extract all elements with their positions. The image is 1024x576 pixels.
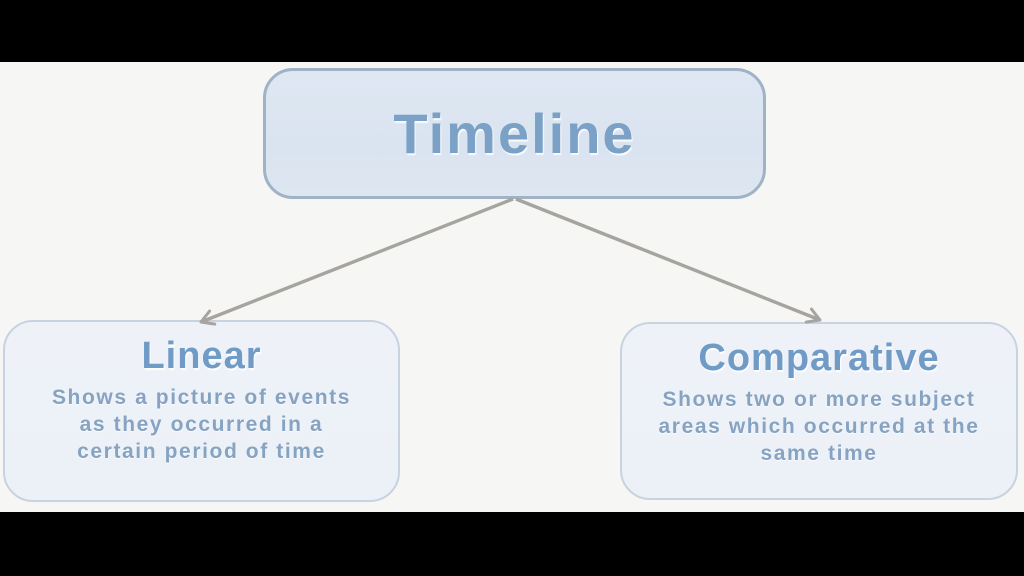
node-comparative-description: Shows two or more subject areas which oc… [659, 386, 980, 467]
description-line: as they occurred in a [79, 413, 324, 436]
slide-area: Timeline Linear Shows a picture of event… [0, 62, 1024, 512]
letterbox-top-bar [0, 0, 1024, 62]
arrow-timeline-to-comparative [515, 197, 822, 324]
node-timeline: Timeline [263, 68, 766, 199]
description-line: certain period of time [77, 440, 326, 463]
node-linear: Linear Shows a picture of events as they… [3, 320, 400, 502]
description-line: Shows two or more subject [662, 388, 976, 411]
node-comparative: Comparative Shows two or more subject ar… [620, 322, 1018, 500]
node-timeline-title: Timeline [393, 102, 636, 165]
node-linear-title: Linear [141, 335, 262, 377]
arrow-timeline-to-linear [199, 197, 514, 326]
letterbox-bottom-bar [0, 512, 1024, 576]
node-comparative-title: Comparative [698, 337, 940, 379]
node-linear-description: Shows a picture of events as they occurr… [52, 384, 351, 465]
description-line: areas which occurred at the [658, 415, 980, 438]
description-line: same time [760, 442, 878, 465]
description-line: Shows a picture of events [51, 386, 352, 409]
